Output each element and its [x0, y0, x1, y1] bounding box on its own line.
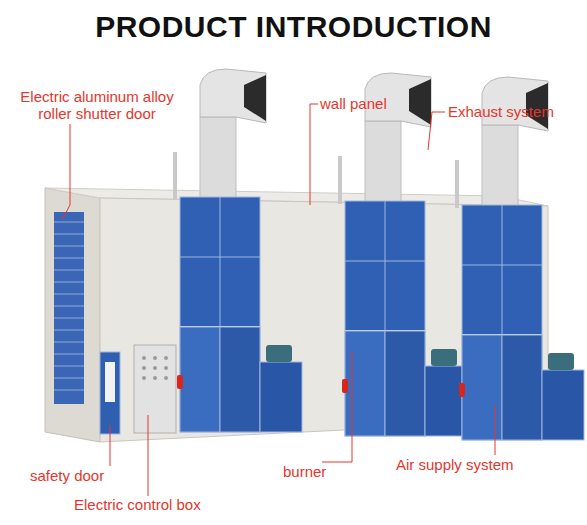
- booth-unit: [173, 69, 302, 432]
- safety-door: [100, 352, 120, 434]
- slat: [54, 258, 84, 259]
- slat: [54, 246, 84, 247]
- button: [153, 376, 157, 380]
- slat: [54, 342, 84, 343]
- button: [153, 366, 157, 370]
- part-label: Electric aluminum alloy roller shutter d…: [2, 88, 192, 122]
- end-wall: [45, 188, 100, 442]
- button: [164, 376, 168, 380]
- part-label: safety door: [30, 467, 150, 484]
- roller-shutter-door: [54, 212, 84, 404]
- leader-line: [148, 415, 149, 496]
- page-title: PRODUCT INTRODUCTION: [0, 10, 587, 44]
- leader-line: [428, 112, 445, 150]
- button: [142, 366, 146, 370]
- leader-lines: [62, 104, 495, 496]
- button: [153, 356, 157, 360]
- slat: [54, 222, 84, 223]
- leader-line: [495, 405, 496, 455]
- slat: [54, 294, 84, 295]
- part-label: burner: [283, 463, 363, 480]
- shutter-slats: [54, 222, 84, 390]
- part-label: Exhaust system: [448, 103, 578, 120]
- door-window: [105, 362, 115, 402]
- slat: [54, 306, 84, 307]
- slat: [54, 354, 84, 355]
- slat: [54, 390, 84, 391]
- slat: [54, 378, 84, 379]
- control-buttons: [142, 356, 168, 380]
- part-label: Air supply system: [396, 456, 576, 473]
- button: [164, 366, 168, 370]
- button: [142, 376, 146, 380]
- part-label: wall panel: [320, 95, 440, 112]
- button: [164, 356, 168, 360]
- leader-line: [310, 104, 318, 205]
- leader-line: [322, 352, 352, 462]
- leader-line: [110, 425, 111, 466]
- slat: [54, 366, 84, 367]
- slat: [54, 330, 84, 331]
- control-box: [134, 345, 176, 433]
- part-label: Electric control box: [74, 496, 274, 513]
- slat: [54, 270, 84, 271]
- button: [142, 356, 146, 360]
- booth-unit: [338, 73, 467, 436]
- slat: [54, 318, 84, 319]
- leader-line: [62, 124, 70, 220]
- slat: [54, 234, 84, 235]
- booth-unit: [455, 77, 584, 440]
- slat: [54, 282, 84, 283]
